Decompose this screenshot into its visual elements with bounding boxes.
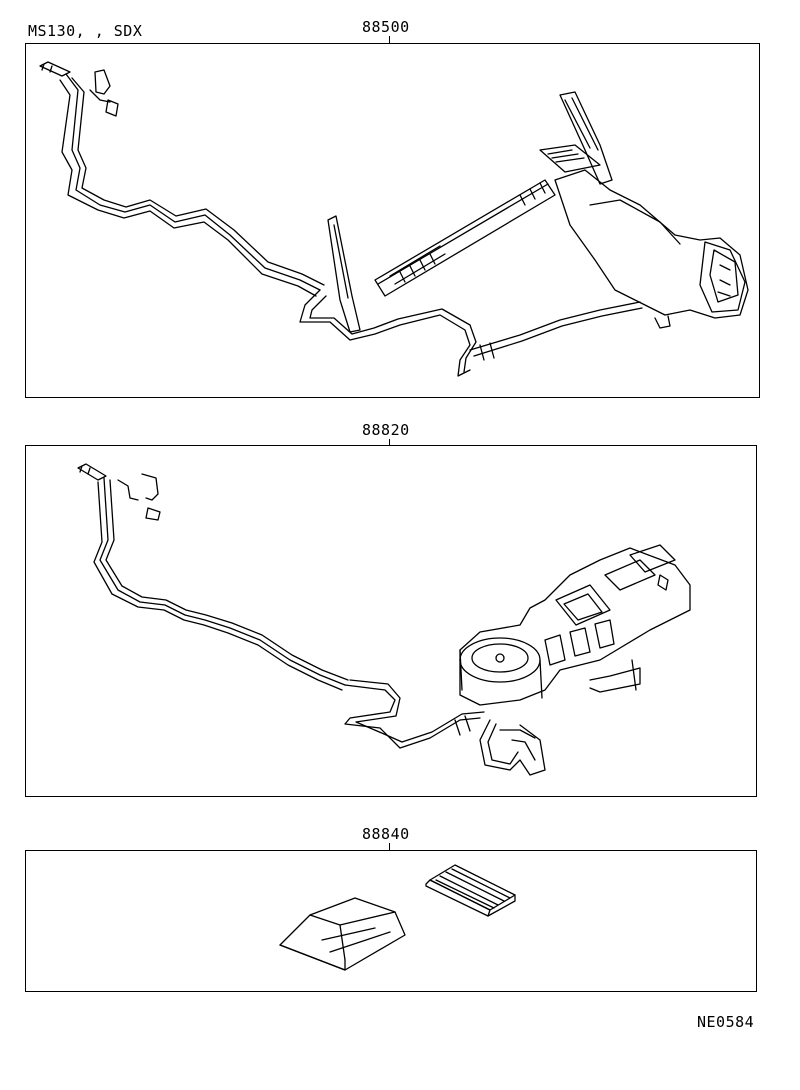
pipe-assembly-illustration bbox=[39, 61, 749, 377]
part-leader-line bbox=[389, 36, 390, 44]
figure-code: NE0584 bbox=[697, 1013, 755, 1031]
part-leader-line bbox=[389, 843, 390, 851]
part-leader-line bbox=[389, 439, 390, 446]
foam-pad-icon bbox=[279, 897, 406, 971]
part-number-88500: 88500 bbox=[362, 18, 410, 36]
part-number-88820: 88820 bbox=[362, 421, 410, 439]
panel-air-duct-assembly bbox=[25, 43, 760, 398]
filter-grille-icon bbox=[425, 864, 516, 917]
filter-parts-illustration bbox=[279, 864, 516, 971]
panel-heater-unit-assembly bbox=[25, 445, 757, 797]
model-code-label: MS130, , SDX bbox=[28, 22, 143, 40]
heater-unit-illustration bbox=[77, 463, 691, 776]
panel-filter-parts bbox=[25, 850, 757, 992]
part-number-88840: 88840 bbox=[362, 825, 410, 843]
